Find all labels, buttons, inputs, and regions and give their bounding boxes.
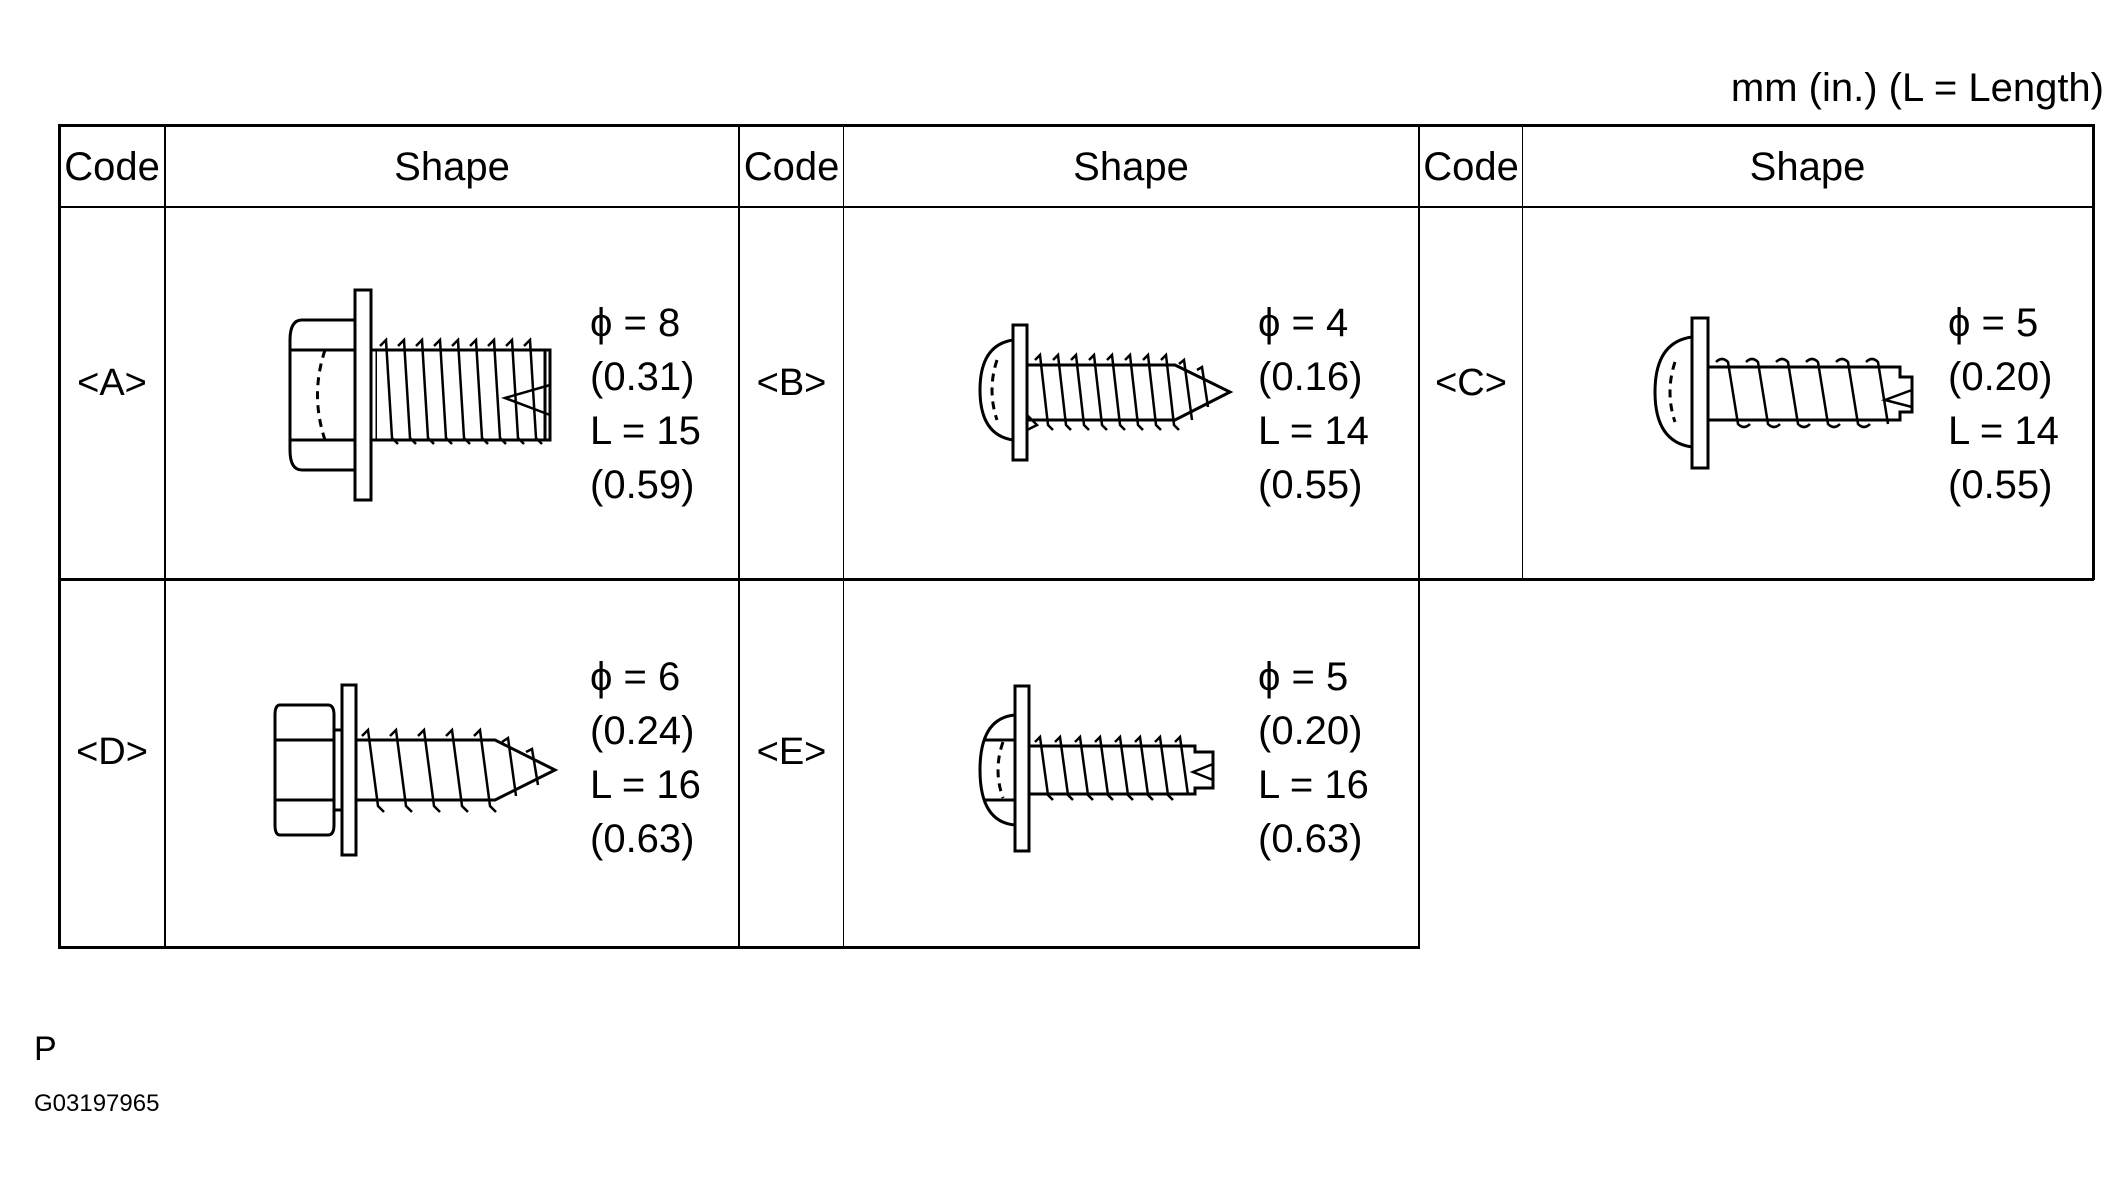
spec-e-diameter-in: (0.20) xyxy=(1258,709,1363,753)
code-c: <C> xyxy=(1435,362,1507,404)
spec-b-diameter: ϕ = 4 xyxy=(1258,301,1349,345)
code-a: <A> xyxy=(77,362,147,404)
code-b: <B> xyxy=(756,362,827,404)
col-divider-1 xyxy=(164,124,166,949)
p-label: P xyxy=(34,1030,57,1068)
header-shape-2: Shape xyxy=(1073,145,1189,189)
header-shape-1: Shape xyxy=(394,145,510,189)
spec-c-diameter-in: (0.20) xyxy=(1948,355,2053,399)
spec-c: ϕ = 5 (0.20) L = 14 (0.55) xyxy=(1948,296,2059,512)
spec-a-length: L = 15 xyxy=(590,409,701,453)
spec-c-length: L = 14 xyxy=(1948,409,2059,453)
flange-hex-bolt-icon xyxy=(288,288,552,502)
header-code-3: Code xyxy=(1423,145,1519,189)
spec-c-length-in: (0.55) xyxy=(1948,463,2053,507)
table-border-right xyxy=(2092,124,2095,580)
spec-d-length: L = 16 xyxy=(590,763,701,807)
col-divider-5 xyxy=(1522,124,1523,580)
col-divider-2 xyxy=(738,124,740,949)
spec-e: ϕ = 5 (0.20) L = 16 (0.63) xyxy=(1258,650,1369,866)
code-e: <E> xyxy=(756,731,827,773)
spec-a: ϕ = 8 (0.31) L = 15 (0.59) xyxy=(590,296,701,512)
spec-a-length-in: (0.59) xyxy=(590,463,695,507)
spec-e-length-in: (0.63) xyxy=(1258,817,1363,861)
pan-head-tapping-screw-icon xyxy=(978,323,1234,462)
table-border-left xyxy=(58,124,61,949)
spec-d-length-in: (0.63) xyxy=(590,817,695,861)
spec-c-diameter: ϕ = 5 xyxy=(1948,301,2039,345)
figure-id: G03197965 xyxy=(34,1090,160,1117)
col-divider-4 xyxy=(1418,124,1420,949)
row-divider xyxy=(58,578,2094,581)
code-d: <D> xyxy=(76,731,148,773)
table-border-top xyxy=(58,124,2094,127)
header-code-1: Code xyxy=(64,145,160,189)
pan-head-screw-icon xyxy=(1653,316,1914,470)
spec-a-diameter: ϕ = 8 xyxy=(590,301,681,345)
spec-b-diameter-in: (0.16) xyxy=(1258,355,1363,399)
spec-b-length: L = 14 xyxy=(1258,409,1369,453)
spec-e-diameter: ϕ = 5 xyxy=(1258,655,1349,699)
spec-d: ϕ = 6 (0.24) L = 16 (0.63) xyxy=(590,650,701,866)
header-divider xyxy=(58,206,2094,208)
spec-a-diameter-in: (0.31) xyxy=(590,355,695,399)
units-note: mm (in.) (L = Length) xyxy=(1730,66,2104,110)
spec-d-diameter: ϕ = 6 xyxy=(590,655,681,699)
spec-b-length-in: (0.55) xyxy=(1258,463,1363,507)
col-divider-3 xyxy=(843,124,844,949)
spec-d-diameter-in: (0.24) xyxy=(590,709,695,753)
spec-e-length: L = 16 xyxy=(1258,763,1369,807)
hex-washer-tapping-screw-icon xyxy=(273,683,559,857)
hex-washer-screw-icon xyxy=(978,684,1215,853)
header-shape-3: Shape xyxy=(1749,145,1866,189)
header-code-2: Code xyxy=(743,145,840,189)
spec-b: ϕ = 4 (0.16) L = 14 (0.55) xyxy=(1258,296,1369,512)
